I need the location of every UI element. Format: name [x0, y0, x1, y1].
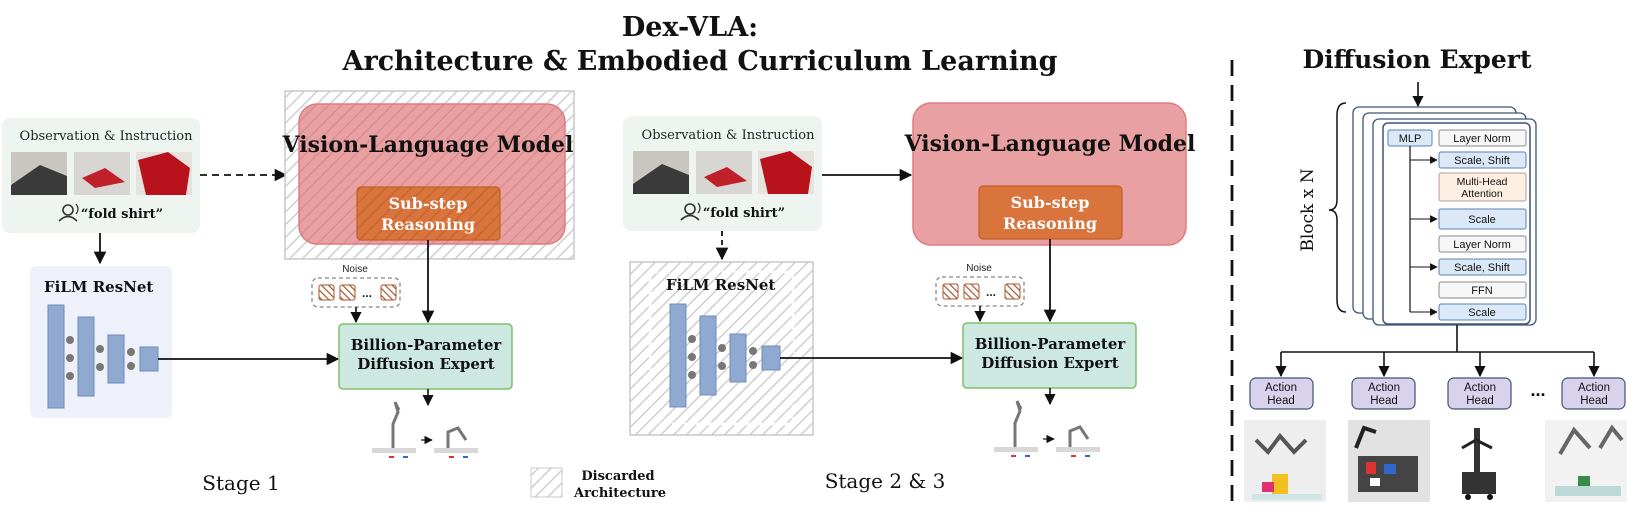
figure-title-line2: Architecture & Embodied Curriculum Learn… — [342, 46, 1058, 77]
diffusion-expert-panel: Diffusion Expert Block x N MLP Layer Nor… — [1244, 45, 1627, 502]
action-head-box — [1249, 377, 1314, 410]
stage1-observation-images — [11, 152, 192, 195]
stage23-substep-line2: Reasoning — [1003, 214, 1097, 233]
stage1-robot-output-image — [372, 401, 478, 458]
action-head-line1: Action — [1368, 382, 1400, 394]
stage1-observation-title: Observation & Instruction — [20, 129, 194, 144]
layer-norm-2-label: Layer Norm — [1453, 239, 1510, 251]
stage1-instruction: “fold shirt” — [81, 207, 163, 222]
stage23-film-title: FiLM ResNet — [666, 276, 775, 294]
action-head-line2: Head — [1370, 395, 1398, 407]
stage23-observation-images — [633, 151, 814, 194]
robot-photo-dual-arm — [1545, 420, 1627, 502]
action-head-box — [1351, 377, 1416, 410]
ffn-label: FFN — [1471, 285, 1492, 297]
stage1-noise-token — [318, 284, 335, 301]
layer-norm-1-box — [1438, 129, 1527, 147]
scale-1-label: Scale — [1468, 214, 1496, 226]
robot-photo-mobile — [1448, 420, 1520, 502]
stage1-diffusion-line2: Diffusion Expert — [357, 355, 495, 373]
stage1-film-title: FiLM ResNet — [44, 278, 153, 296]
stage1-panel: Observation & Instruction “fold shirt” V… — [2, 90, 575, 495]
stage1-noise-label: Noise — [342, 264, 368, 275]
stage23-noise-dots: ... — [986, 285, 996, 299]
action-head-box — [1561, 377, 1626, 410]
expert-title: Diffusion Expert — [1302, 45, 1532, 74]
block-count-label: Block x N — [1298, 168, 1318, 251]
stage1-noise-dots: ... — [362, 286, 372, 300]
stage23-instruction: “fold shirt” — [703, 206, 785, 221]
scale-2-box — [1438, 303, 1527, 321]
legend-hatch-swatch — [530, 467, 563, 498]
mha-line2: Attention — [1461, 188, 1503, 200]
scale-shift-1-label: Scale, Shift — [1454, 155, 1510, 167]
stage1-film-box — [30, 266, 172, 418]
stage1-diffusion-line1: Billion-Parameter — [351, 336, 503, 354]
stage23-diffusion-line2: Diffusion Expert — [981, 354, 1119, 372]
stage23-noise-token — [942, 283, 959, 300]
action-head-ellipsis: ... — [1530, 380, 1545, 400]
scale-2-label: Scale — [1468, 307, 1496, 319]
action-head-line1: Action — [1265, 382, 1297, 394]
action-head-line2: Head — [1580, 395, 1608, 407]
legend-line1: Discarded — [581, 469, 654, 484]
stage1-substep-line2: Reasoning — [381, 215, 475, 234]
stage1-diffusion-box — [338, 323, 513, 390]
legend: Discarded Architecture — [530, 467, 666, 501]
stage23-substep-line1: Sub-step — [1011, 193, 1090, 212]
legend-line2: Architecture — [573, 486, 666, 501]
figure-title-line1: Dex-VLA: — [622, 12, 758, 43]
stage1-noise-token — [339, 284, 356, 301]
scale-shift-2-box — [1438, 258, 1527, 276]
action-head-line1: Action — [1578, 382, 1610, 394]
scale-shift-1-box — [1438, 151, 1527, 169]
stage23-noise-token — [963, 283, 980, 300]
stage23-diffusion-line1: Billion-Parameter — [975, 335, 1127, 353]
stage1-label: Stage 1 — [202, 471, 279, 495]
stage23-discarded-film-region — [629, 261, 814, 436]
stage23-vlm-title: Vision-Language Model — [904, 131, 1196, 157]
mlp-label: MLP — [1399, 133, 1422, 145]
stage23-robot-output-image — [994, 400, 1100, 457]
stage1-noise-token — [380, 284, 397, 301]
mha-line1: Multi-Head — [1457, 176, 1508, 188]
layer-norm-1-label: Layer Norm — [1453, 133, 1510, 145]
speaker-icon — [680, 202, 701, 221]
ffn-box — [1438, 281, 1527, 299]
stage1-vlm-title: Vision-Language Model — [282, 132, 574, 158]
stage1-substep-line1: Sub-step — [389, 194, 468, 213]
scale-shift-2-label: Scale, Shift — [1454, 262, 1510, 274]
robot-photo-tabletop — [1348, 420, 1430, 502]
mha-box — [1438, 172, 1527, 202]
action-head-line2: Head — [1267, 395, 1295, 407]
stage23-noise-token — [1004, 283, 1021, 300]
speaker-icon — [58, 203, 79, 222]
action-head-line2: Head — [1466, 395, 1494, 407]
stage23-resnet-diagram — [669, 303, 781, 408]
stage23-film-box — [648, 270, 795, 426]
stage23-noise-label: Noise — [966, 263, 992, 274]
stage23-observation-title: Observation & Instruction — [642, 128, 816, 143]
stage23-label: Stage 2 & 3 — [825, 469, 946, 493]
scale-1-box — [1438, 208, 1527, 230]
action-head-box — [1447, 377, 1512, 410]
robot-photo-bimanual — [1244, 420, 1326, 502]
stage23-panel: Observation & Instruction “fold shirt” V… — [623, 102, 1196, 493]
block-brace — [1328, 102, 1347, 313]
action-head-line1: Action — [1464, 382, 1496, 394]
layer-norm-2-box — [1438, 235, 1527, 253]
